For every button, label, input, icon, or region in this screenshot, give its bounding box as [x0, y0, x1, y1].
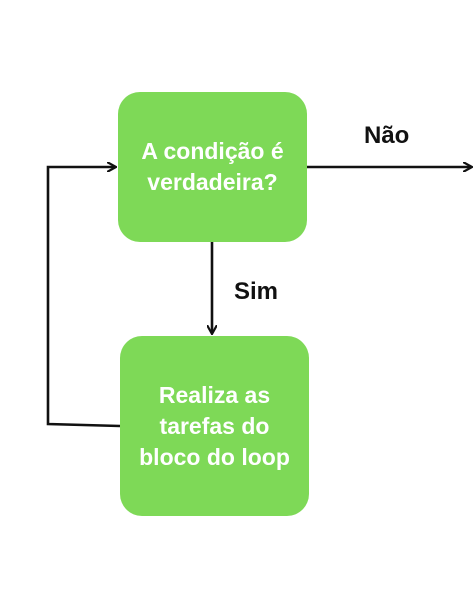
edge-yes-label: Sim [234, 278, 279, 305]
condition-node: A condição é verdadeira? [118, 92, 307, 242]
edge-no-label: Não [364, 122, 410, 149]
loop-body-node: Realiza as tarefas do bloco do loop [120, 336, 309, 516]
edge-loop-back-arrow [46, 167, 121, 428]
